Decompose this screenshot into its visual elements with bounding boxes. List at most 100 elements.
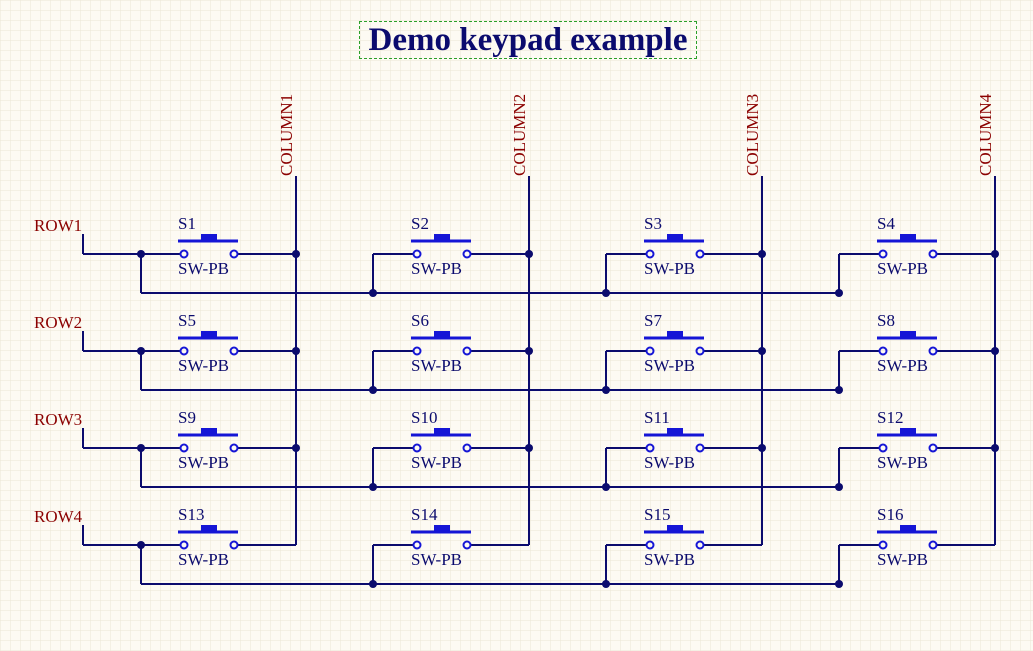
junction-dot [369, 483, 377, 491]
switch-terminal [928, 540, 938, 550]
switch-button-cap [667, 525, 683, 532]
switch-button-cap [667, 331, 683, 338]
push-button-switch [411, 234, 472, 259]
switch-value: SW-PB [178, 356, 229, 375]
switch-designator: S7 [644, 311, 662, 330]
switch-value: SW-PB [411, 453, 462, 472]
junction-dot [991, 250, 999, 258]
switch-terminal [412, 443, 422, 453]
junction-dot [525, 250, 533, 258]
diagram-title: Demo keypad example [359, 21, 697, 59]
push-button-switch [411, 428, 472, 453]
column-port-label: COLUMN2 [510, 94, 529, 176]
push-button-switch [178, 234, 239, 259]
switch-terminal [229, 540, 239, 550]
switch-terminal [695, 540, 705, 550]
switch-designator: S5 [178, 311, 196, 330]
switch-terminal [179, 249, 189, 259]
junction-dot [292, 250, 300, 258]
switch-terminal [179, 540, 189, 550]
switch-designator: S11 [644, 408, 670, 427]
junction-dot [835, 580, 843, 588]
junction-dot [991, 347, 999, 355]
switch-value: SW-PB [411, 259, 462, 278]
switch-value: SW-PB [178, 550, 229, 569]
push-button-switch [178, 331, 239, 356]
switch-button-cap [201, 428, 217, 435]
switch-terminal [878, 249, 888, 259]
junction-dot [369, 289, 377, 297]
junction-dot [835, 483, 843, 491]
switch-button-cap [434, 428, 450, 435]
push-button-switch [644, 428, 705, 453]
switch-terminal [412, 249, 422, 259]
junction-dot [991, 444, 999, 452]
switch-terminal [645, 443, 655, 453]
switch-designator: S2 [411, 214, 429, 233]
switch-button-cap [201, 234, 217, 241]
column-port-label: COLUMN4 [976, 93, 995, 176]
switch-terminal [878, 443, 888, 453]
push-button-switch [644, 525, 705, 550]
switch-terminal [695, 443, 705, 453]
junction-dot [369, 580, 377, 588]
switch-designator: S13 [178, 505, 204, 524]
switch-terminal [878, 540, 888, 550]
switch-terminal [229, 249, 239, 259]
junction-dot [835, 289, 843, 297]
switch-designator: S4 [877, 214, 895, 233]
switch-designator: S9 [178, 408, 196, 427]
switch-button-cap [434, 525, 450, 532]
junction-dot [292, 444, 300, 452]
push-button-switch [178, 428, 239, 453]
junction-dot [758, 444, 766, 452]
switch-terminal [412, 346, 422, 356]
junction-dot [292, 347, 300, 355]
switch-terminal [179, 346, 189, 356]
switch-terminal [645, 249, 655, 259]
row-port-label: ROW1 [34, 216, 82, 235]
symbol-layer [178, 234, 938, 550]
switch-value: SW-PB [877, 550, 928, 569]
switch-value: SW-PB [178, 259, 229, 278]
switch-designator: S6 [411, 311, 429, 330]
junction-dot [602, 483, 610, 491]
junction-dot [602, 289, 610, 297]
switch-terminal [179, 443, 189, 453]
switch-button-cap [900, 525, 916, 532]
wire-layer [82, 176, 999, 588]
push-button-switch [411, 525, 472, 550]
row-port-label: ROW2 [34, 313, 82, 332]
switch-terminal [229, 443, 239, 453]
switch-button-cap [434, 331, 450, 338]
push-button-switch [877, 428, 938, 453]
switch-value: SW-PB [178, 453, 229, 472]
switch-terminal [878, 346, 888, 356]
push-button-switch [178, 525, 239, 550]
switch-button-cap [667, 428, 683, 435]
switch-designator: S1 [178, 214, 196, 233]
switch-designator: S10 [411, 408, 437, 427]
switch-designator: S14 [411, 505, 438, 524]
push-button-switch [877, 234, 938, 259]
switch-button-cap [201, 331, 217, 338]
switch-designator: S3 [644, 214, 662, 233]
switch-terminal [462, 346, 472, 356]
switch-button-cap [900, 331, 916, 338]
switch-designator: S12 [877, 408, 903, 427]
switch-button-cap [201, 525, 217, 532]
switch-terminal [695, 249, 705, 259]
row-port-label: ROW3 [34, 410, 82, 429]
row-port-label: ROW4 [34, 507, 83, 526]
switch-terminal [462, 443, 472, 453]
switch-terminal [928, 346, 938, 356]
switch-value: SW-PB [411, 550, 462, 569]
junction-dot [758, 347, 766, 355]
push-button-switch [644, 331, 705, 356]
switch-designator: S8 [877, 311, 895, 330]
push-button-switch [411, 331, 472, 356]
switch-value: SW-PB [644, 453, 695, 472]
junction-dot [758, 250, 766, 258]
